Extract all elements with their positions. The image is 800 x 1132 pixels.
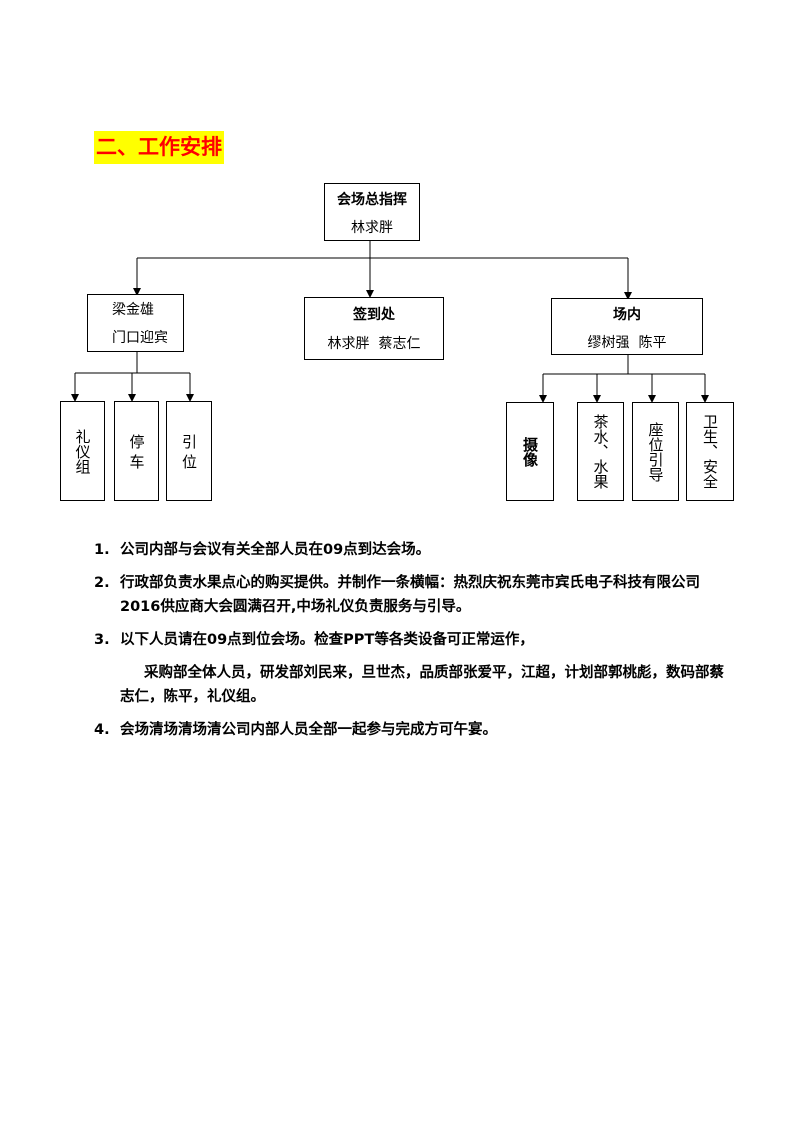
- list-item-text: 采购部全体人员，研发部刘民来，旦世杰，品质部张爱平，江超，计划部郭桃彪，数码部蔡…: [120, 665, 724, 705]
- list-item-text: 会场清场清场清公司内部人员全部一起参与完成方可午宴。: [120, 722, 497, 738]
- list-item-text: 行政部负责水果点心的购买提供。并制作一条横幅：热烈庆祝东莞市宾氏电子科技有限公司…: [120, 575, 700, 615]
- org-child-hygiene-safety: 卫生、安全: [686, 402, 734, 501]
- org-child-refreshments: 茶水、水果: [577, 402, 624, 501]
- list-item-continuation: 采购部全体人员，研发部刘民来，旦世杰，品质部张爱平，江超，计划部郭桃彪，数码部蔡…: [94, 661, 734, 709]
- org-child-label: 礼仪组: [73, 428, 92, 474]
- org-child-label: 摄像: [521, 436, 539, 467]
- org-checkin-names: 林求胖 蔡志仁: [327, 336, 421, 352]
- list-item: 2. 行政部负责水果点心的购买提供。并制作一条横幅：热烈庆祝东莞市宾氏电子科技有…: [94, 571, 734, 619]
- org-child-label: 卫生、安全: [701, 414, 719, 489]
- org-child-ushering: 引 位: [166, 401, 212, 501]
- org-child-etiquette: 礼仪组: [60, 401, 105, 501]
- org-checkin-title: 签到处: [353, 307, 395, 323]
- list-item-number: 2.: [94, 575, 110, 591]
- org-checkin-box: 签到处 林求胖 蔡志仁: [304, 297, 444, 360]
- org-child-label: 停 车: [127, 433, 146, 469]
- list-item-number: 3.: [94, 632, 110, 648]
- list-item-number: 1.: [94, 542, 110, 558]
- list-item-text: 以下人员请在09点到位会场。检查PPT等各类设备可正常运作，: [120, 632, 534, 648]
- list-item: 1. 公司内部与会议有关全部人员在09点到达会场。: [94, 538, 734, 562]
- org-child-label: 引 位: [180, 433, 198, 469]
- org-child-label: 座位引导: [646, 421, 665, 482]
- org-venue-title: 场内: [613, 307, 641, 323]
- org-venue-box: 场内 缪树强 陈平: [551, 298, 703, 355]
- org-child-label: 茶水、水果: [591, 414, 610, 489]
- org-welcome-sub: 门口迎宾: [112, 330, 168, 346]
- list-item-text: 公司内部与会议有关全部人员在09点到达会场。: [120, 542, 431, 558]
- list-item-number: 4.: [94, 722, 110, 738]
- org-root-title: 会场总指挥: [337, 192, 407, 208]
- org-root-box: 会场总指挥 林求胖: [324, 183, 420, 241]
- org-child-parking: 停 车: [114, 401, 159, 501]
- list-item: 3. 以下人员请在09点到位会场。检查PPT等各类设备可正常运作，: [94, 628, 734, 652]
- org-welcome-box: 梁金雄 门口迎宾: [87, 294, 184, 352]
- org-root-name: 林求胖: [351, 220, 393, 236]
- org-venue-names: 缪树强 陈平: [587, 335, 667, 351]
- org-child-camera: 摄像: [506, 402, 554, 501]
- list-item: 4. 会场清场清场清公司内部人员全部一起参与完成方可午宴。: [94, 718, 734, 742]
- section-heading: 二、工作安排: [94, 131, 224, 164]
- org-welcome-title: 梁金雄: [112, 302, 154, 318]
- org-child-seating: 座位引导: [632, 402, 679, 501]
- task-list: 1. 公司内部与会议有关全部人员在09点到达会场。 2. 行政部负责水果点心的购…: [94, 538, 734, 751]
